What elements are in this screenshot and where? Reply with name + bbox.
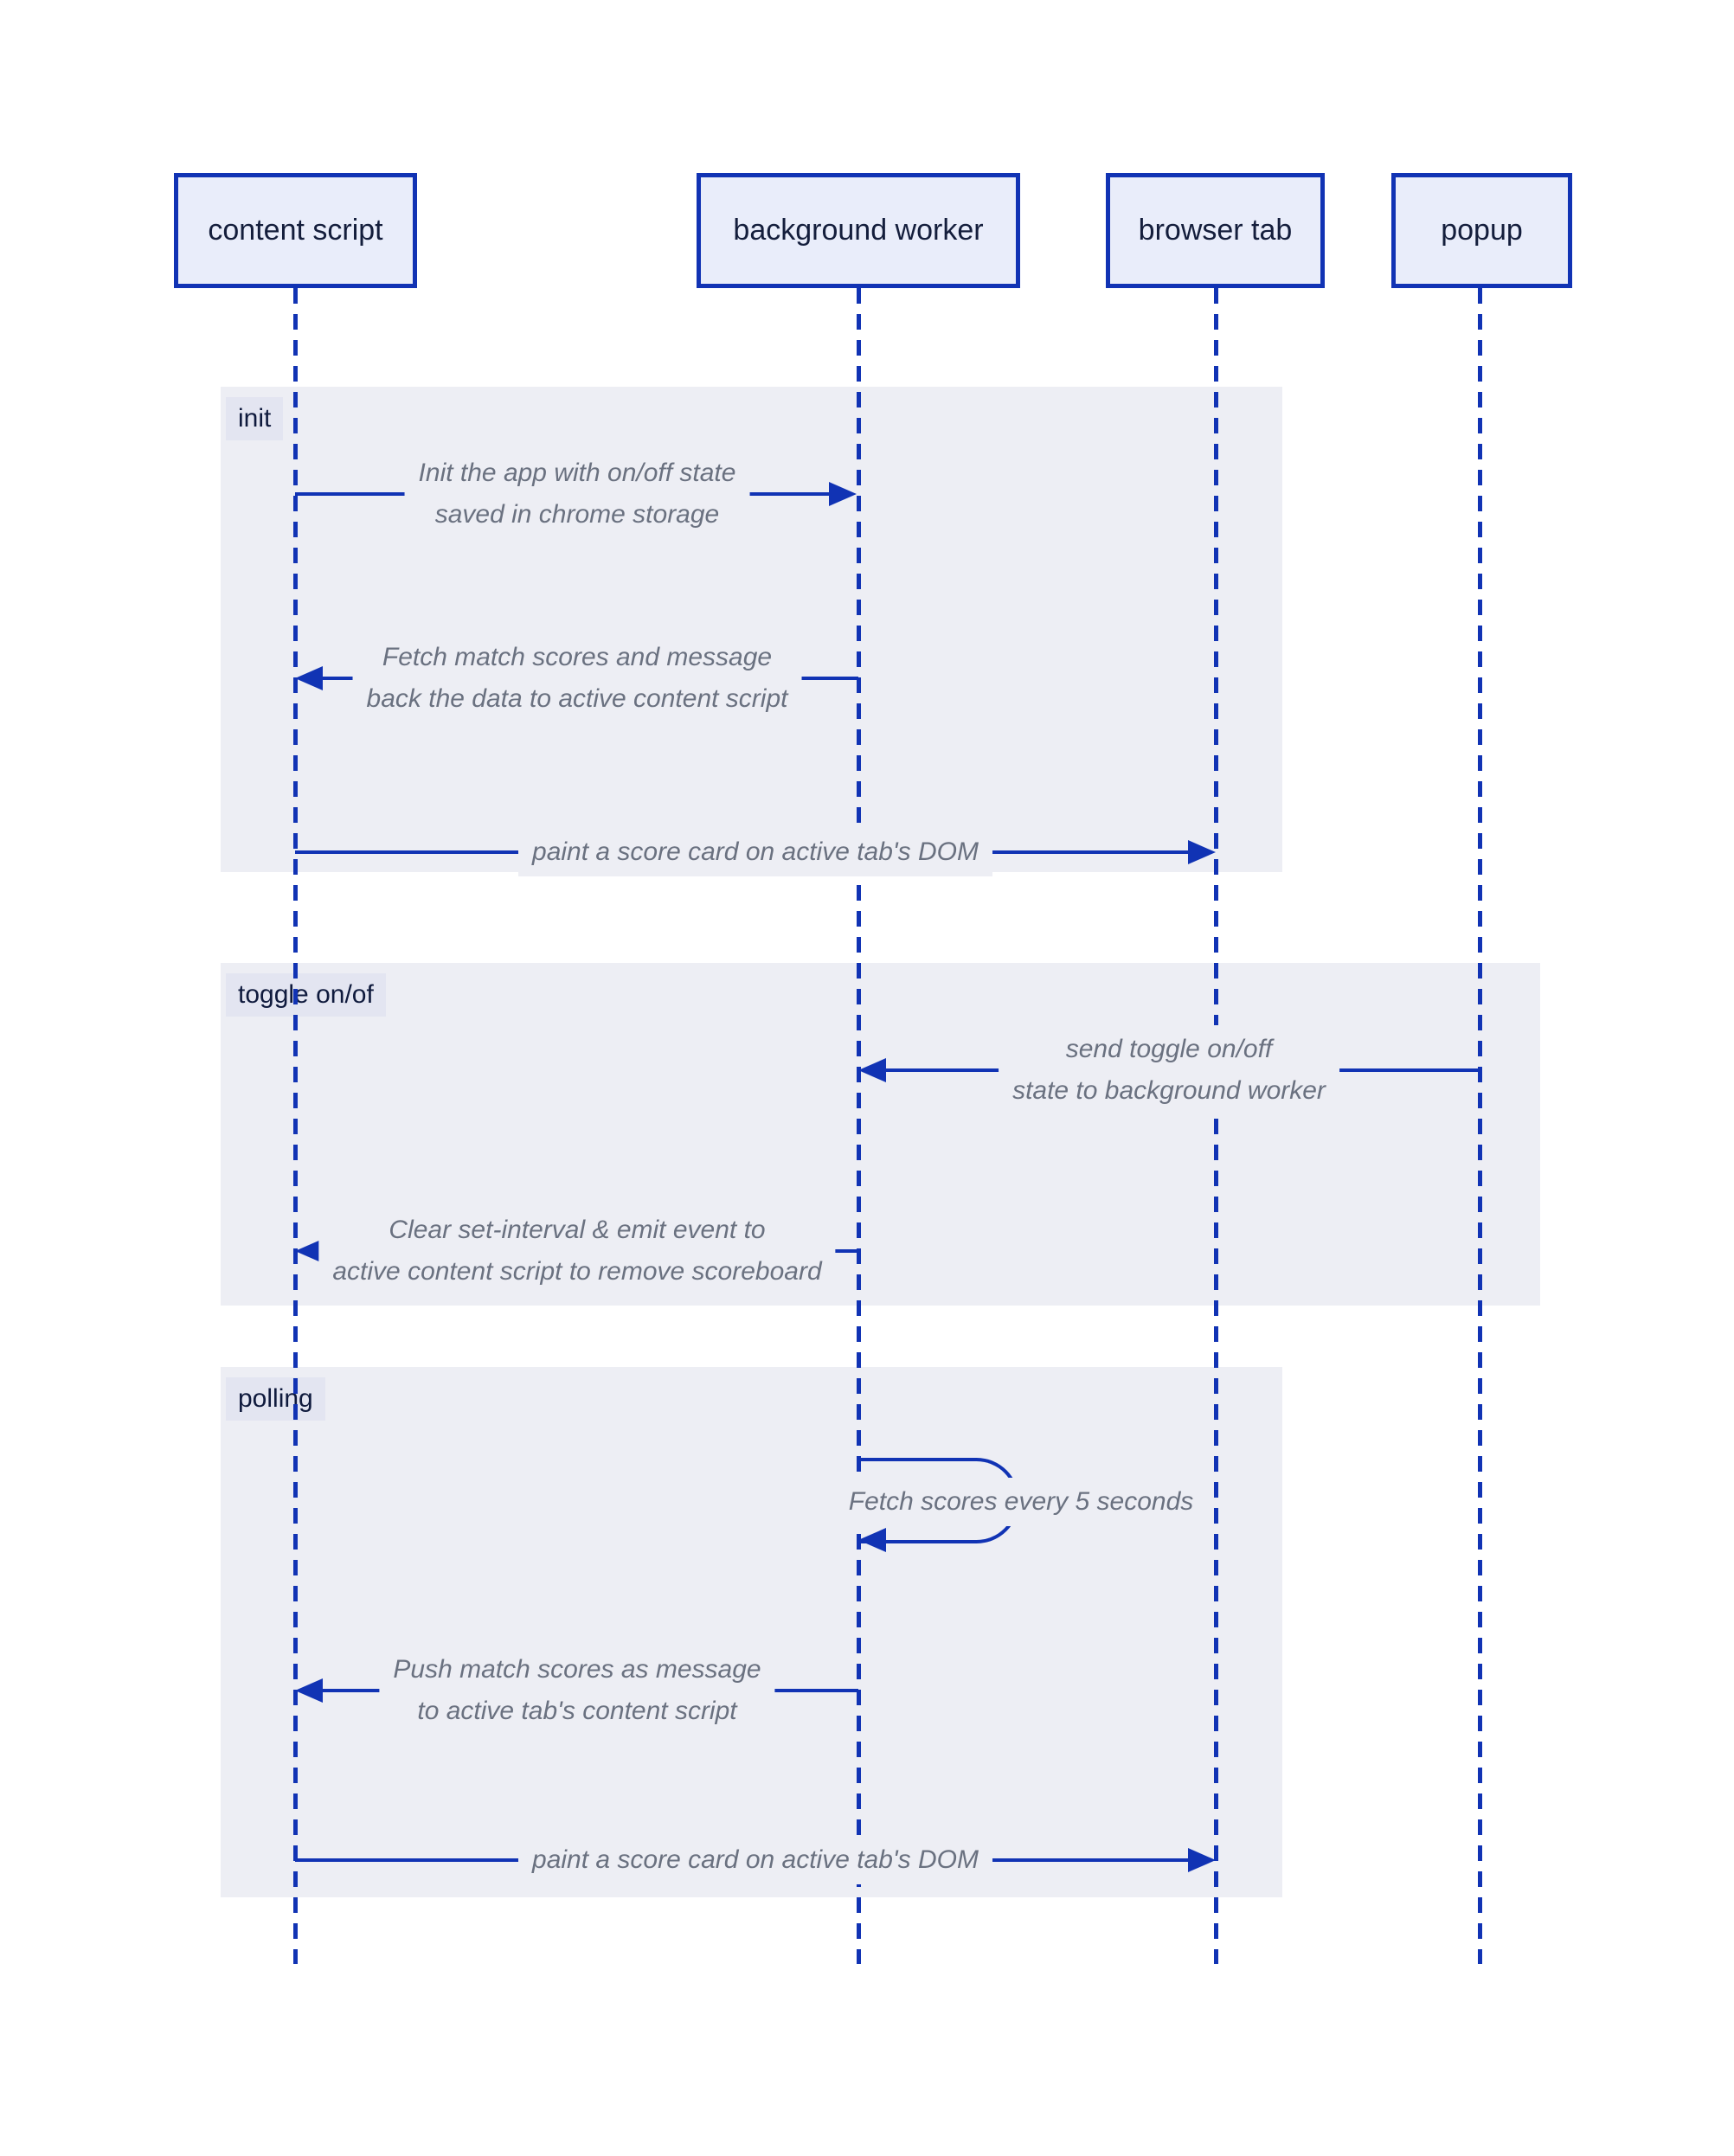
participant-content-script: content script — [174, 173, 417, 288]
lifeline-background-worker — [857, 288, 861, 1964]
message-text: paint a score card on active tab's DOM — [518, 828, 992, 876]
arrowhead-right-icon — [1188, 1848, 1216, 1872]
lifeline-popup — [1478, 288, 1482, 1964]
participant-browser-tab: browser tab — [1106, 173, 1325, 288]
message-text: Push match scores as message to active t… — [379, 1646, 775, 1736]
message-text: Fetch scores every 5 seconds — [834, 1478, 1208, 1526]
participant-popup: popup — [1391, 173, 1572, 288]
arrowhead-left-icon — [295, 666, 323, 690]
message-text: Init the app with on/off state saved in … — [404, 449, 750, 539]
participant-label: browser tab — [1138, 214, 1293, 247]
frame-polling-label: polling — [226, 1377, 325, 1421]
lifeline-content-script — [293, 288, 298, 1964]
frame-init: init — [221, 387, 1282, 872]
arrowhead-right-icon — [829, 482, 857, 506]
message-text: Clear set-interval & emit event to activ… — [318, 1206, 836, 1296]
frame-polling: polling — [221, 1367, 1282, 1897]
arrowhead-left-icon — [858, 1528, 886, 1552]
message-text: paint a score card on active tab's DOM — [518, 1836, 992, 1884]
participant-label: content script — [208, 214, 383, 247]
arrowhead-left-icon — [295, 1239, 323, 1263]
message-text: Fetch match scores and message back the … — [352, 633, 802, 723]
message-text: send toggle on/off state to background w… — [999, 1025, 1339, 1115]
frame-init-label: init — [226, 397, 284, 440]
arrowhead-right-icon — [1188, 840, 1216, 864]
frame-toggle-onoff-label: toggle on/of — [226, 973, 386, 1017]
arrowhead-left-icon — [858, 1058, 886, 1082]
participant-background-worker: background worker — [697, 173, 1020, 288]
lifeline-browser-tab — [1214, 288, 1218, 1964]
participant-label: popup — [1441, 214, 1523, 247]
arrowhead-left-icon — [295, 1678, 323, 1703]
participant-label: background worker — [733, 214, 984, 247]
